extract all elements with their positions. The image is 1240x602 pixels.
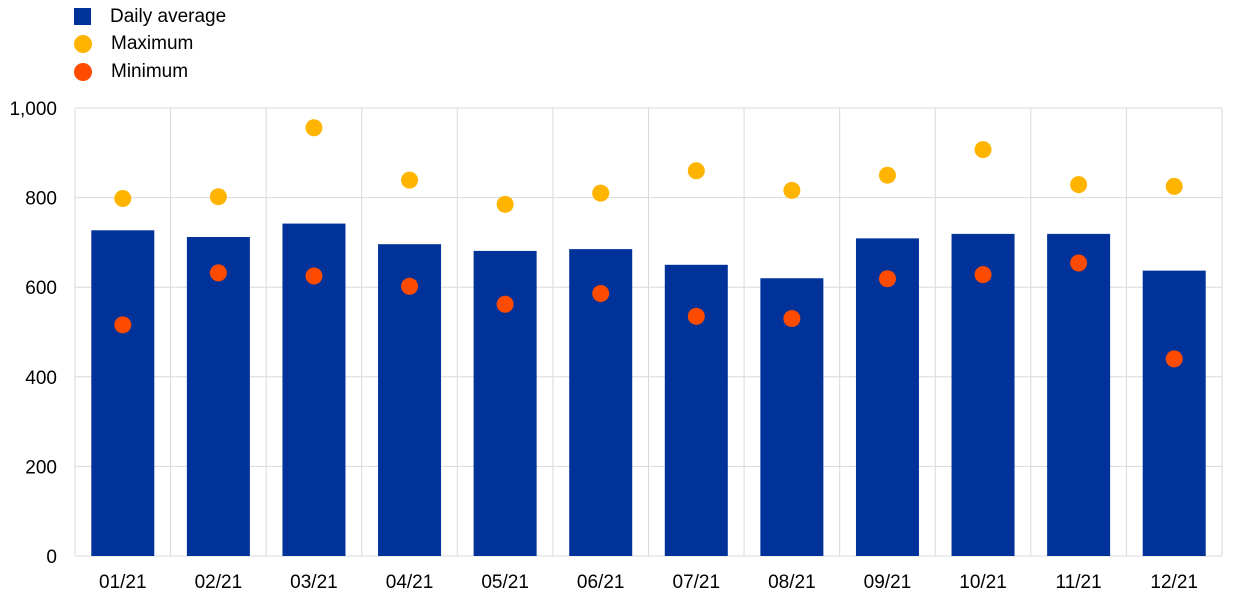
marker-minimum bbox=[496, 295, 514, 313]
y-tick-label: 800 bbox=[25, 189, 57, 210]
bar-daily-average bbox=[186, 237, 250, 557]
marker-maximum bbox=[496, 195, 514, 213]
marker-minimum bbox=[1070, 254, 1088, 272]
bar-daily-average bbox=[855, 238, 919, 557]
x-tick-label: 10/21 bbox=[959, 572, 1007, 593]
marker-maximum bbox=[687, 162, 705, 180]
marker-minimum bbox=[974, 266, 992, 284]
marker-minimum bbox=[305, 267, 323, 285]
legend-item-daily-average: Daily average bbox=[74, 3, 226, 31]
marker-maximum bbox=[1070, 176, 1088, 194]
y-tick-label: 200 bbox=[25, 457, 57, 478]
marker-maximum bbox=[401, 171, 419, 189]
legend-item-maximum: Maximum bbox=[74, 31, 226, 59]
marker-minimum bbox=[114, 316, 132, 334]
legend: Daily average Maximum Minimum bbox=[74, 3, 226, 86]
x-tick-label: 02/21 bbox=[195, 572, 243, 593]
legend-swatch-circle-icon bbox=[74, 62, 92, 81]
marker-maximum bbox=[592, 184, 610, 202]
bar-daily-average bbox=[1047, 233, 1111, 556]
marker-maximum bbox=[305, 119, 323, 137]
marker-minimum bbox=[401, 277, 419, 295]
bar-daily-average bbox=[1142, 270, 1206, 556]
legend-swatch-square-icon bbox=[74, 8, 91, 26]
x-tick-label: 12/21 bbox=[1150, 572, 1198, 593]
marker-maximum bbox=[1165, 177, 1183, 195]
marker-maximum bbox=[878, 166, 896, 184]
legend-label: Minimum bbox=[111, 60, 189, 82]
x-tick-label: 05/21 bbox=[481, 572, 529, 593]
x-tick-label: 06/21 bbox=[577, 572, 625, 593]
marker-minimum bbox=[878, 270, 896, 288]
legend-item-minimum: Minimum bbox=[74, 58, 226, 86]
x-tick-label: 09/21 bbox=[864, 572, 912, 593]
legend-swatch-circle-icon bbox=[74, 35, 92, 54]
legend-label: Daily average bbox=[110, 5, 227, 27]
bar-daily-average bbox=[91, 230, 155, 556]
marker-minimum bbox=[1165, 350, 1183, 368]
marker-maximum bbox=[783, 181, 801, 199]
x-tick-label: 03/21 bbox=[290, 572, 338, 593]
x-tick-label: 07/21 bbox=[673, 572, 721, 593]
x-tick-label: 04/21 bbox=[386, 572, 434, 593]
marker-maximum bbox=[209, 188, 227, 206]
legend-label: Maximum bbox=[111, 33, 194, 55]
marker-minimum bbox=[783, 310, 801, 328]
y-tick-label: 0 bbox=[46, 547, 57, 568]
y-tick-label: 600 bbox=[25, 278, 57, 299]
marker-maximum bbox=[974, 141, 992, 159]
bar-daily-average bbox=[951, 233, 1015, 556]
y-tick-label: 400 bbox=[25, 368, 57, 389]
bar-daily-average bbox=[378, 244, 442, 556]
x-tick-label: 11/21 bbox=[1056, 572, 1102, 593]
marker-maximum bbox=[114, 189, 132, 207]
x-tick-label: 01/21 bbox=[99, 572, 147, 593]
y-tick-label: 1,000 bbox=[9, 99, 57, 120]
x-tick-label: 08/21 bbox=[768, 572, 816, 593]
marker-minimum bbox=[592, 284, 610, 302]
marker-minimum bbox=[209, 264, 227, 282]
marker-minimum bbox=[687, 307, 705, 325]
